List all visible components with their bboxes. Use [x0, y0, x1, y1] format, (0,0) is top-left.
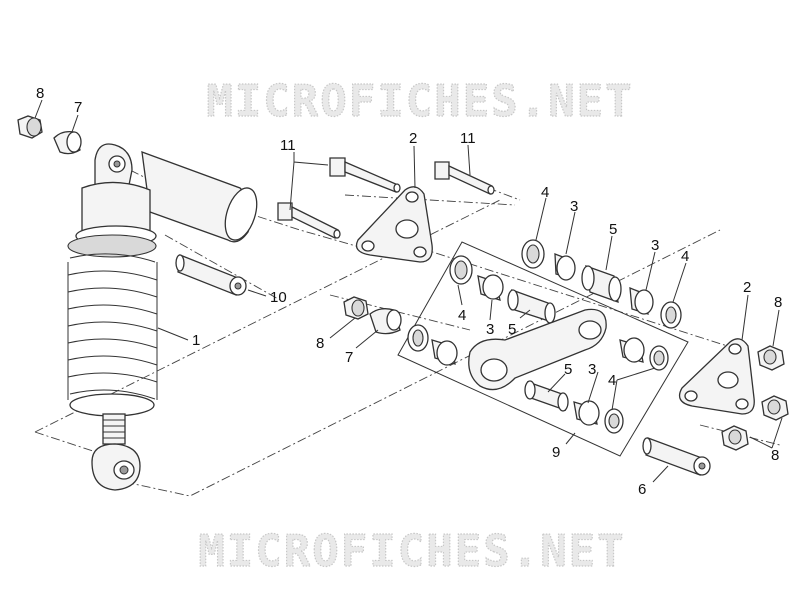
bearing-3-box-lower [573, 400, 600, 426]
plate-2-right [678, 338, 755, 415]
nut-8-top-left [17, 115, 43, 139]
pin-6 [642, 437, 711, 476]
callout-4-upper-right: 4 [681, 248, 689, 265]
link-arm [468, 308, 607, 391]
callout-7-middle: 7 [345, 349, 353, 366]
callout-8-top-left: 8 [36, 85, 44, 102]
spacer-5-box-lower [524, 380, 569, 412]
callout-8-middle: 8 [316, 335, 324, 352]
spacer-5-box [507, 289, 556, 324]
callout-4-box-top: 4 [458, 307, 466, 324]
washer-4-box-top [449, 255, 473, 285]
washer-4-upper-right [660, 301, 682, 329]
callout-4-upper-left: 4 [541, 184, 549, 201]
spacer-5-upper [581, 265, 622, 303]
plate-2-left [355, 186, 433, 263]
leader-lines [34, 99, 783, 483]
nut-8-right-top [757, 345, 785, 371]
washer-4-box-lower [604, 408, 624, 434]
bushing-7-middle [369, 308, 402, 335]
callout-labels: 8 7 11 2 11 4 3 5 3 4 2 8 10 1 4 3 5 8 7… [36, 85, 782, 498]
watermark-bottom: MICROFICHES.NET [198, 526, 625, 577]
nut-8-right-middle [761, 395, 789, 421]
callout-11-right: 11 [460, 130, 476, 147]
bearing-3-box-left [431, 339, 458, 366]
callout-8-right-bottom: 8 [771, 447, 779, 464]
nut-8-right-bottom [721, 425, 749, 451]
callout-7-top-left: 7 [74, 99, 82, 116]
callout-3-upper-right: 3 [651, 237, 659, 254]
bushing-7-top-left [53, 130, 82, 155]
callout-5-box: 5 [508, 321, 516, 338]
callout-10: 10 [270, 289, 287, 306]
bolt-11-right [434, 161, 495, 195]
bearing-3-box-right [619, 337, 645, 363]
washer-4-box-right-top [649, 345, 669, 371]
washer-4-box-left [407, 324, 429, 352]
callout-3-upper-left: 3 [570, 198, 578, 215]
callout-5-upper: 5 [609, 221, 617, 238]
bolt-11-lower [277, 202, 341, 239]
callout-1: 1 [192, 332, 200, 349]
callout-4-box-lower: 4 [608, 372, 616, 389]
link-kit-outline [397, 241, 689, 457]
shock-absorber [67, 143, 258, 491]
callout-3-box-top: 3 [486, 321, 494, 338]
nut-8-middle [343, 296, 369, 320]
watermark-top: MICROFICHES.NET [206, 76, 633, 127]
callout-5-box-lower: 5 [564, 361, 572, 378]
bearing-3-upper-right [629, 287, 654, 315]
callout-11-left: 11 [280, 137, 296, 154]
callout-8-right-top: 8 [774, 294, 782, 311]
callout-6: 6 [638, 481, 646, 498]
pin-10 [175, 254, 247, 296]
callout-3-box-lower: 3 [588, 361, 596, 378]
callout-2-right: 2 [743, 279, 751, 296]
washer-4-upper-left [521, 239, 545, 269]
bolt-11-upper [329, 157, 401, 193]
bearing-3-upper-left [554, 253, 576, 281]
callout-9: 9 [552, 444, 560, 461]
callout-2-left: 2 [409, 130, 417, 147]
bearing-3-box-top [477, 274, 504, 301]
